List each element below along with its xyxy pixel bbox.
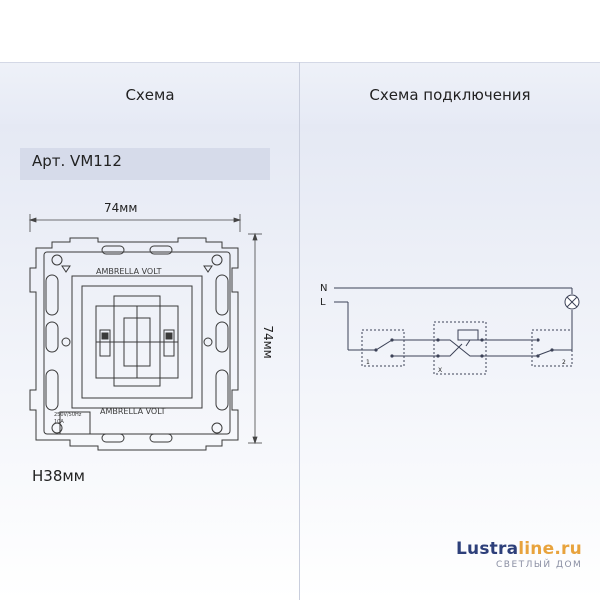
switch1-label: 1 bbox=[366, 359, 370, 366]
rating-voltage: 250V/50Hz bbox=[54, 412, 82, 418]
switch-contacts bbox=[374, 338, 554, 358]
width-dimension bbox=[28, 214, 242, 232]
lamp-icon bbox=[564, 294, 580, 310]
height-dimension bbox=[248, 232, 262, 445]
width-dimension-label: 74мм bbox=[104, 201, 138, 215]
brand-text-bottom: AMBRELLA VOLT bbox=[100, 407, 166, 416]
depth-label: H38мм bbox=[32, 467, 85, 485]
column-divider bbox=[299, 62, 300, 600]
top-band bbox=[0, 0, 600, 62]
logo-part2: line.ru bbox=[518, 539, 582, 559]
article-number: Арт. VM112 bbox=[32, 152, 122, 170]
header-row bbox=[0, 62, 600, 126]
line-label: L bbox=[320, 297, 326, 308]
logo-tagline: СВЕТЛЫЙ ДОМ bbox=[496, 560, 583, 570]
brand-text-top: AMBRELLA VOLT bbox=[96, 267, 162, 276]
rating-current: 10A bbox=[54, 419, 64, 425]
logo-part1: Lustra bbox=[456, 539, 519, 559]
switch2-label: 2 bbox=[562, 359, 566, 366]
brand-logo[interactable]: Lustraline.ru СВЕТЛЫЙ ДОМ bbox=[456, 539, 582, 570]
neutral-label: N bbox=[320, 283, 327, 294]
switch-x-label: X bbox=[438, 367, 442, 374]
connection-panel bbox=[300, 124, 600, 600]
wiring-diagram bbox=[334, 287, 573, 375]
tab-scheme[interactable]: Схема bbox=[125, 86, 175, 104]
switch-mechanism-drawing bbox=[29, 237, 239, 451]
tab-connection-scheme[interactable]: Схема подключения bbox=[369, 86, 531, 104]
article-box bbox=[20, 148, 270, 180]
